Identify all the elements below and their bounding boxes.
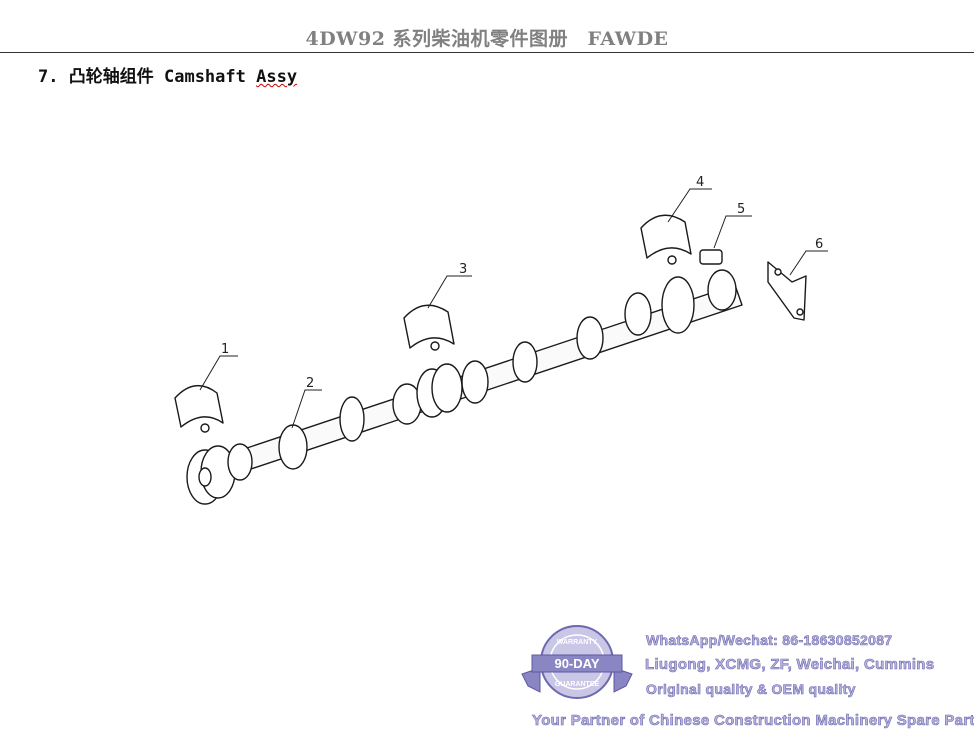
header-title: 4DW92 系列柴油机零件图册 FAWDE [305,28,669,50]
watermark-contact: WhatsApp/Wechat: 86-18630852087 [646,632,893,649]
callout-4: 4 [696,175,704,190]
badge-center-text: 90-DAY [554,656,599,671]
watermark-slogan: Your Partner of Chinese Construction Mac… [532,712,974,730]
callout-2: 2 [306,376,314,391]
leader-line-5 [713,215,752,249]
callout-6: 6 [815,237,823,252]
warranty-badge-icon: 90-DAY WARRANTY GUARANTEE [521,625,633,699]
watermark-quality: Original quality & OEM quality [646,681,856,698]
bearing-shell-4 [640,214,692,265]
leader-line-4 [667,188,712,223]
badge-bottom-text: GUARANTEE [555,681,600,688]
callout-5: 5 [737,202,745,217]
section-number: 7. [38,67,59,87]
badge-top-text: WARRANTY [557,639,598,646]
page-header: 4DW92 系列柴油机零件图册 FAWDE [0,0,974,53]
callout-1: 1 [221,342,229,357]
section-title: 7. 凸轮轴组件 Camshaft Assy [38,62,297,87]
bearing-shell-1 [174,385,224,433]
watermark-brands: Liugong, XCMG, ZF, Weichai, Cummins [645,656,935,674]
section-title-en-1: Camshaft [163,67,246,87]
bearing-shell-3 [403,304,455,351]
section-title-en-2: Assy [256,67,298,87]
leader-line-3 [427,275,472,309]
leader-line-2 [291,389,322,429]
leader-line-6 [789,250,828,276]
thrust-plate-6 [767,261,807,321]
section-title-cn: 凸轮轴组件 [68,67,154,87]
leader-line-1 [199,355,238,391]
camshaft [186,269,743,505]
woodruff-key-5 [699,249,723,265]
callout-3: 3 [459,262,467,277]
